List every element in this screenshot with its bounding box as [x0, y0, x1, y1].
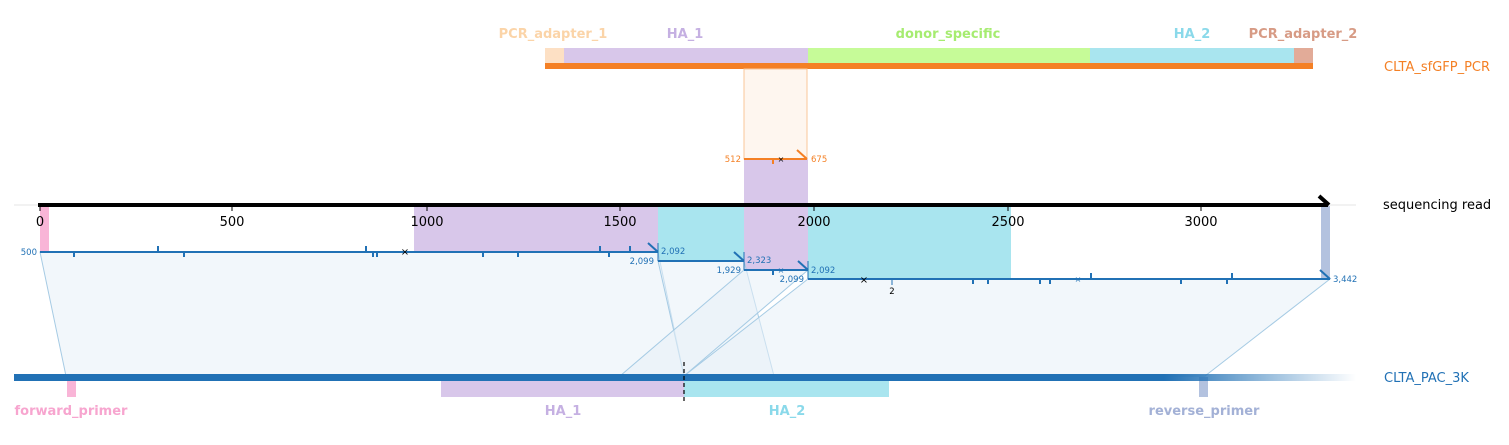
read-forward-primer-shade: [40, 206, 49, 252]
alignment-start-label: 500: [21, 248, 37, 258]
read-ha2-shade-a: [658, 206, 744, 261]
alignment-end-label: 2,092: [661, 247, 685, 257]
alignment-end-label: 2,323: [747, 256, 771, 266]
svg-text:×: ×: [778, 266, 785, 275]
pcr-alignment: × 512 675: [725, 149, 827, 165]
read-tick-label: 1000: [410, 215, 443, 230]
indel-mark: 2: [889, 287, 894, 297]
ref-track-line: [14, 374, 1164, 381]
svg-text:×: ×: [1075, 275, 1082, 284]
pcr-track-name: CLTA_sfGFP_PCR: [1384, 60, 1490, 75]
pcr-track: PCR_adapter_1 HA_1 donor_specific HA_2 P…: [499, 27, 1490, 75]
alignment-start-label: 2,099: [780, 275, 804, 285]
read-tick-label: 2500: [991, 215, 1024, 230]
ref-feature-forward-primer: [67, 377, 76, 397]
ref-feature-ha-2: [684, 377, 889, 397]
read-track-name: sequencing read: [1383, 198, 1491, 213]
read-reverse-primer-shade: [1321, 206, 1330, 279]
ref-connectors: [39, 251, 1332, 377]
pcr-label-pcr-adapter-2: PCR_adapter_2: [1249, 27, 1358, 42]
alignment-segment-2: 2,099 2,323: [630, 243, 771, 267]
ref-track: forward_primer HA_1 HA_2 reverse_primer …: [14, 362, 1469, 419]
ref-label-reverse-primer: reverse_primer: [1149, 404, 1261, 419]
alignment-end-label: 2,092: [811, 266, 835, 276]
read-tick-label: 0: [36, 215, 44, 230]
alignment-segment-3: × 1,929 2,092: [717, 252, 835, 276]
svg-text:×: ×: [778, 155, 785, 164]
ref-label-ha-2: HA_2: [769, 404, 806, 419]
pcr-read-ha1-overlap: [744, 159, 808, 206]
read-ha1-shade: [414, 206, 658, 252]
pcr-connector-band: [743, 68, 808, 160]
pcr-feature-pcr-adapter-1: [545, 48, 564, 65]
pcr-track-line: [545, 63, 1313, 69]
alignment-start-label: 1,929: [717, 266, 741, 276]
read-ha1-shade-b: [744, 206, 808, 270]
svg-text:×: ×: [860, 275, 868, 286]
svg-text:×: ×: [401, 247, 409, 258]
read-tick-label: 1500: [603, 215, 636, 230]
read-feature-shading: [40, 206, 1330, 279]
ref-track-name: CLTA_PAC_3K: [1384, 371, 1469, 386]
alignment-start-label: 2,099: [630, 257, 654, 267]
ref-feature-ha-1: [441, 377, 684, 397]
alignment-segment-4: × 2 × 2,099 3,442: [780, 261, 1357, 297]
read-tick-label: 2000: [797, 215, 830, 230]
ref-feature-reverse-primer: [1199, 377, 1208, 397]
ref-label-ha-1: HA_1: [545, 404, 582, 419]
pcr-feature-ha-2: [1090, 48, 1294, 65]
ref-track-line-fade: [1164, 374, 1356, 381]
read-tick-label: 3000: [1184, 215, 1217, 230]
pcr-alignment-start: 512: [725, 155, 741, 165]
alignment-segment-1: × 500 2,092: [21, 242, 685, 258]
pcr-label-donor-specific: donor_specific: [896, 27, 1001, 42]
pcr-label-ha-1: HA_1: [667, 27, 704, 42]
pcr-label-pcr-adapter-1: PCR_adapter_1: [499, 27, 608, 42]
read-ha2-shade-b: [808, 206, 1011, 279]
pcr-label-ha-2: HA_2: [1174, 27, 1211, 42]
read-axis: 0 500 1000 1500 2000 2500 3000 sequencin…: [14, 194, 1491, 230]
pcr-feature-donor-specific: [808, 48, 1090, 65]
alignment-end-label: 3,442: [1333, 275, 1357, 285]
ref-label-forward-primer: forward_primer: [15, 404, 129, 419]
read-tick-label: 500: [220, 215, 245, 230]
pcr-feature-ha-1: [564, 48, 808, 65]
pcr-alignment-end: 675: [811, 155, 827, 165]
pcr-feature-pcr-adapter-2: [1294, 48, 1313, 65]
